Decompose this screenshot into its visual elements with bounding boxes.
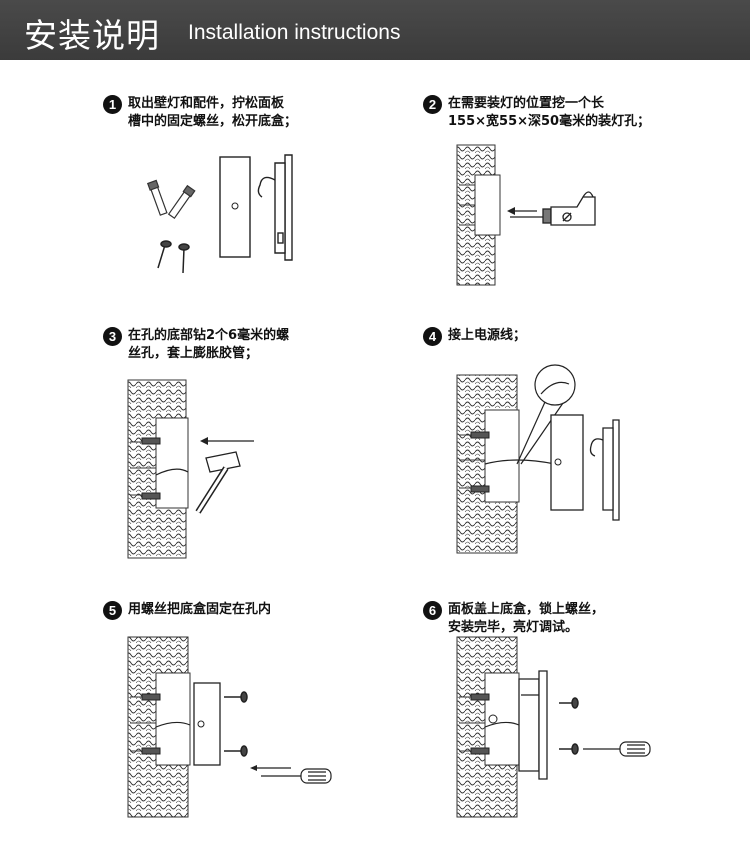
step-6-number: 6 [423,601,442,620]
step-3-caption: 在孔的底部钻2个6毫米的螺 丝孔，套上膨胀胶管； [128,327,289,363]
step-2-caption: 在需要装灯的位置挖一个长 155×宽55×深50毫米的装灯孔； [448,95,650,131]
step-6-line1: 面板盖上底盒，锁上螺丝， [448,602,605,617]
step-3-number: 3 [103,327,122,346]
step-3-line1: 在孔的底部钻2个6毫米的螺 [128,328,290,343]
screw-icon [224,691,248,757]
step-4-line1: 接上电源线； [448,328,527,343]
screwdriver-icon [261,768,332,784]
panel-icon [589,419,620,521]
hammer-icon [195,451,241,514]
step-1-number: 1 [103,95,122,114]
panel-icon [518,670,548,780]
step-3-line2: 丝孔，套上膨胀胶管； [128,346,259,361]
step-2-number: 2 [423,95,442,114]
step-5-line1: 用螺丝把底盒固定在孔内 [128,602,272,617]
step-1-caption: 取出壁灯和配件，拧松面板 槽中的固定螺丝，松开底盒； [128,95,297,131]
step-5-number: 5 [103,601,122,620]
step-5-caption: 用螺丝把底盒固定在孔内 [128,601,271,619]
title-en: Installation instructions [188,21,401,44]
step-4-caption: 接上电源线； [448,327,526,345]
step-6-line2: 安装完毕，亮灯调试。 [448,620,579,635]
step-2-line1: 在需要装灯的位置挖一个长 [448,96,605,111]
drill-icon [510,191,596,226]
step-4-illustration [456,364,620,554]
step-2-illustration [456,144,596,286]
anchor-bolt-icon [146,179,196,220]
panel-icon [257,154,293,261]
screwdriver-icon [583,741,651,757]
step-4-number: 4 [423,327,442,346]
step-6-illustration [456,636,651,818]
step-1-illustration [146,154,293,274]
header-bar: 安装说明 Installation instructions [0,0,750,60]
step-2-line2: 155×宽55×深50毫米的装灯孔； [448,114,651,129]
step-1-line2: 槽中的固定螺丝，松开底盒； [128,114,298,129]
step-3-illustration [127,379,254,559]
step-6-caption: 面板盖上底盒，锁上螺丝， 安装完毕，亮灯调试。 [448,601,604,637]
screw-icon [157,240,190,274]
step-5-illustration [127,636,332,818]
anchor-bolt-icon [141,437,161,500]
title-cn: 安装说明 [24,16,160,55]
wire-detail-icon [516,364,576,465]
step-1-line1: 取出壁灯和配件，拧松面板 [128,96,285,111]
screw-icon [559,697,579,755]
